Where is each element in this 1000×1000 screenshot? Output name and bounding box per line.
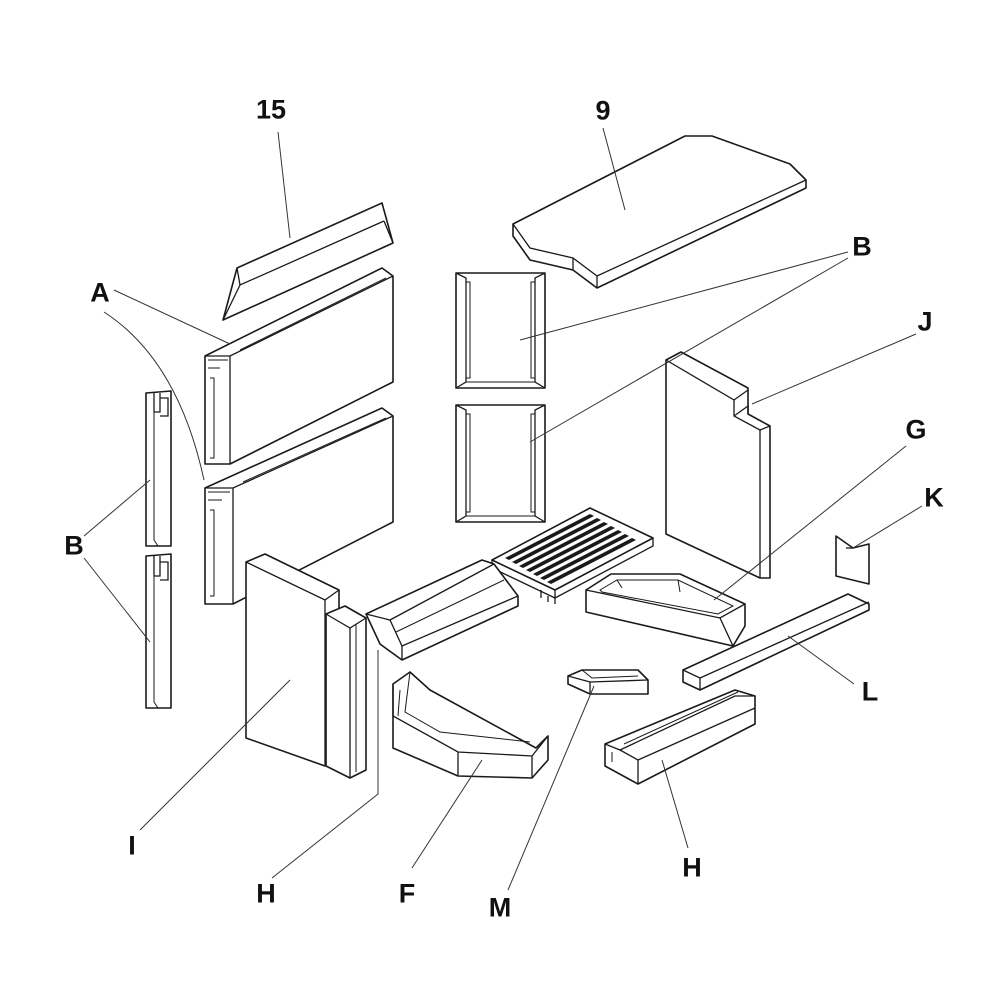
- part-i-front-block: [245, 553, 340, 767]
- part-a-lower-side-brick: [204, 407, 394, 605]
- leader-a-upper: [113, 289, 231, 345]
- part-15-baffle-strip: [222, 202, 394, 321]
- part-b-center-lower-panel: [455, 404, 546, 523]
- part-f-front-brick: [392, 671, 549, 779]
- leader-b-left-lower: [83, 557, 151, 643]
- label-l: L: [861, 676, 879, 707]
- label-g: G: [905, 414, 927, 445]
- label-b-right: B: [852, 231, 872, 262]
- part-l-long-bar: [682, 593, 870, 691]
- grate: [491, 507, 654, 604]
- label-a: A: [90, 277, 110, 308]
- part-a-upper-side-brick: [204, 267, 394, 465]
- part-b-left-lower-strip: [145, 553, 172, 709]
- leader-lines: [83, 127, 923, 891]
- leader-h-right: [661, 759, 689, 849]
- label-j: J: [917, 306, 933, 337]
- label-9: 9: [595, 95, 611, 126]
- leader-m: [507, 685, 595, 891]
- label-b-left: B: [64, 530, 84, 561]
- part-b-center-upper-panel: [455, 272, 546, 389]
- part-h-left-post: [325, 605, 367, 779]
- part-j-right-side-brick: [665, 351, 771, 579]
- part-h-right-ledge: [604, 689, 756, 785]
- leader-i: [139, 679, 291, 831]
- leader-k: [852, 505, 923, 549]
- leader-9: [602, 127, 626, 211]
- leader-a-lower: [103, 311, 205, 481]
- label-15: 15: [255, 94, 287, 125]
- leader-b-left-upper: [83, 479, 151, 537]
- label-f: F: [398, 878, 416, 909]
- leader-15: [277, 131, 291, 239]
- label-i: I: [128, 830, 136, 861]
- leader-l: [787, 635, 855, 685]
- label-h-right: H: [682, 852, 702, 883]
- leader-g: [713, 445, 907, 601]
- leader-b-center-lower: [529, 257, 849, 443]
- leader-h-left: [271, 650, 379, 879]
- leader-b-center-upper: [519, 251, 849, 341]
- label-m: M: [488, 892, 512, 923]
- part-h-center-ledge: [365, 559, 519, 661]
- part-m-small-block: [567, 669, 649, 695]
- part-k-small-wedge: [835, 535, 870, 585]
- part-9-top-plate: [512, 135, 807, 289]
- leader-f: [411, 759, 483, 869]
- part-b-left-upper-strip: [145, 390, 172, 547]
- part-g-tray: [585, 573, 746, 647]
- leader-j: [751, 333, 917, 405]
- label-h-left: H: [256, 878, 276, 909]
- label-k: K: [924, 482, 944, 513]
